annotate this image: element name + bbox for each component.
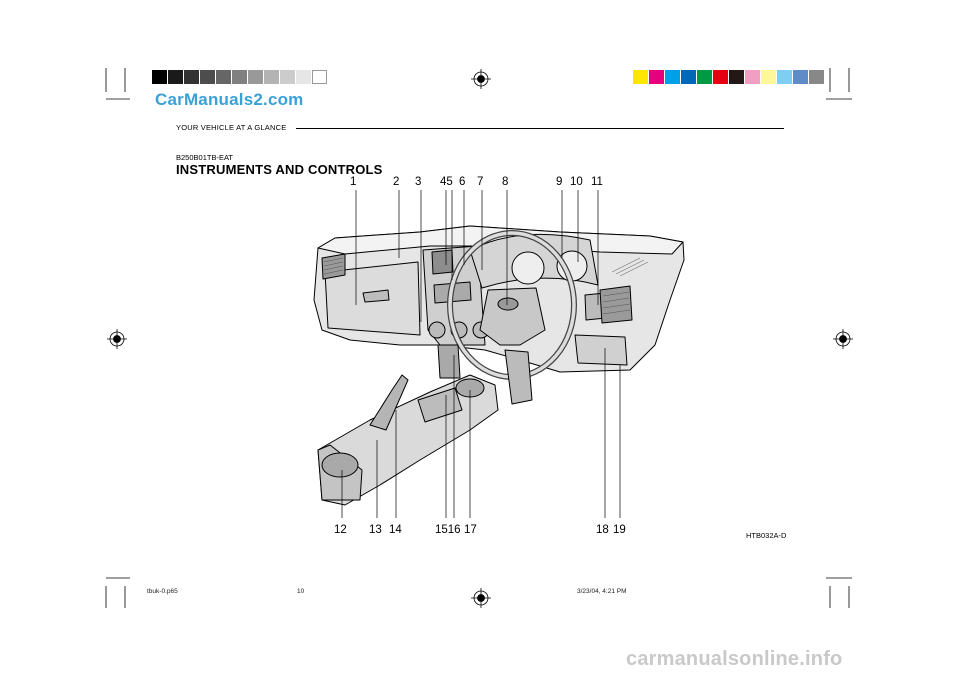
- color-swatch: [633, 70, 648, 84]
- color-swatch: [761, 70, 776, 84]
- callout-number: 1: [350, 176, 357, 188]
- callout-number: 9: [556, 176, 563, 188]
- color-swatch: [777, 70, 792, 84]
- footer-page-number: 10: [297, 588, 305, 595]
- page-title: INSTRUMENTS AND CONTROLS: [176, 162, 383, 177]
- gray-swatch: [312, 70, 327, 84]
- gray-swatch: [280, 70, 295, 84]
- footer-filename: tbuk-0.p65: [147, 588, 178, 595]
- callout-number: 8: [502, 176, 509, 188]
- callout-number: 18: [596, 524, 609, 536]
- callout-number: 17: [464, 524, 477, 536]
- section-header: YOUR VEHICLE AT A GLANCE: [176, 123, 287, 132]
- color-swatch: [809, 70, 824, 84]
- registration-target-icon: [107, 329, 127, 349]
- gray-swatch: [232, 70, 247, 84]
- header-divider: [296, 128, 784, 129]
- registration-target-icon: [471, 588, 491, 608]
- color-swatch: [713, 70, 728, 84]
- color-swatch: [745, 70, 760, 84]
- gray-swatch: [152, 70, 167, 84]
- callout-number: 19: [613, 524, 626, 536]
- gray-swatch: [248, 70, 263, 84]
- callout-number: 12: [334, 524, 347, 536]
- color-swatch: [697, 70, 712, 84]
- color-swatch: [681, 70, 696, 84]
- callout-number: 7: [477, 176, 484, 188]
- callout-number: 6: [459, 176, 466, 188]
- callout-number: 2: [393, 176, 400, 188]
- gray-swatch: [296, 70, 311, 84]
- footer-timestamp: 3/23/04, 4:21 PM: [577, 588, 627, 595]
- callout-number: 1516: [435, 524, 461, 536]
- color-swatch: [665, 70, 680, 84]
- callout-number: 14: [389, 524, 402, 536]
- gray-swatch: [264, 70, 279, 84]
- callout-number: 11: [591, 176, 603, 188]
- color-swatch: [649, 70, 664, 84]
- gray-swatch: [168, 70, 183, 84]
- watermark-bottom[interactable]: carmanualsonline.info: [626, 648, 843, 670]
- registration-target-icon: [471, 69, 491, 89]
- callout-number: 45: [440, 176, 453, 188]
- color-swatch: [729, 70, 744, 84]
- figure-code: HTB032A-D: [746, 531, 787, 540]
- gray-swatch: [216, 70, 231, 84]
- callout-number: 3: [415, 176, 422, 188]
- section-code: B250B01TB-EAT: [176, 153, 233, 162]
- color-swatch: [793, 70, 808, 84]
- callout-number: 13: [369, 524, 382, 536]
- watermark-top[interactable]: CarManuals2.com: [155, 90, 304, 109]
- registration-target-icon: [833, 329, 853, 349]
- gray-swatch: [200, 70, 215, 84]
- callout-number: 10: [570, 176, 583, 188]
- gray-swatch: [184, 70, 199, 84]
